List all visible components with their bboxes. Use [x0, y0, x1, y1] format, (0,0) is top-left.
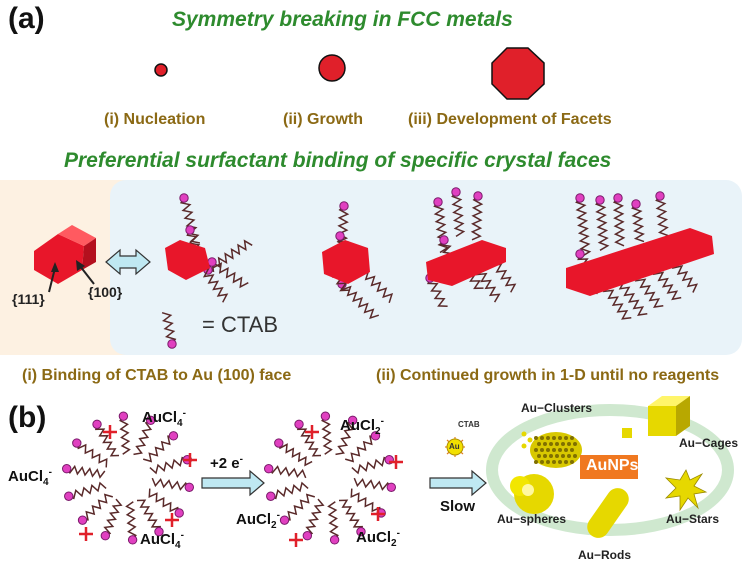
- cages-icon: [622, 396, 690, 438]
- rod-stage-1: [165, 240, 210, 280]
- rods-label: Au−Rods: [578, 548, 632, 562]
- rod-stage-2: [322, 240, 370, 284]
- right-bg-panel: [110, 180, 742, 355]
- panel-a-label: (a): [8, 2, 45, 35]
- ctab-legend: = CTAB: [202, 312, 279, 337]
- aunps-label: AuNPs: [586, 457, 639, 474]
- reduction-arrow-icon: [201, 469, 265, 497]
- facet-octagon: [491, 47, 545, 100]
- ctab-small-label: CTAB: [458, 420, 480, 429]
- aunps-box: [580, 455, 638, 479]
- panel-b-label: (b): [8, 401, 47, 434]
- clusters-icon: [521, 431, 582, 468]
- aucl2-bottom: AuCl2-: [356, 528, 400, 549]
- double-arrow-icon: [105, 248, 151, 276]
- aunps-ring: [486, 404, 734, 536]
- au-label: Au: [449, 442, 460, 451]
- aucl4-bottom: AuCl4-: [140, 530, 184, 551]
- caption-binding: (i) Binding of CTAB to Au (100) face: [22, 367, 292, 384]
- nucleation-dot: [154, 63, 168, 77]
- title-preferential-binding: Preferential surfactant binding of speci…: [64, 149, 612, 172]
- aucl2-left: AuCl2-: [236, 510, 280, 531]
- spheres-icon: [510, 474, 554, 514]
- micelle-2: [263, 411, 403, 547]
- slow-label: Slow: [440, 498, 476, 515]
- stars-label: Au−Stars: [666, 512, 720, 526]
- stage-facets: (iii) Development of Facets: [408, 111, 612, 128]
- face-100-label: {100}: [88, 284, 123, 300]
- rods-icon: [587, 488, 629, 538]
- rod-stage-3: [426, 240, 506, 286]
- seed-crystal: [34, 225, 96, 284]
- stage-growth: (ii) Growth: [283, 111, 363, 128]
- ctab-au-particle: [445, 437, 465, 457]
- title-symmetry-breaking: Symmetry breaking in FCC metals: [172, 8, 513, 31]
- step-label: +2 e-: [210, 454, 243, 472]
- aucl4-top: AuCl4-: [142, 408, 186, 429]
- cages-label: Au−Cages: [679, 436, 739, 450]
- spheres-label: Au−spheres: [497, 512, 567, 526]
- aucl4-left: AuCl4-: [8, 467, 52, 488]
- slow-arrow-icon: [429, 469, 487, 497]
- rod-stage-4: [566, 228, 714, 296]
- growth-dot: [318, 54, 346, 82]
- aucl2-top: AuCl2-: [340, 416, 384, 437]
- caption-growth-1d: (ii) Continued growth in 1-D until no re…: [376, 367, 720, 384]
- micelle-1: [61, 411, 197, 545]
- stage-nucleation: (i) Nucleation: [104, 111, 206, 128]
- clusters-label: Au−Clusters: [521, 401, 593, 415]
- stars-icon: [664, 469, 708, 512]
- face-111-label: {111}: [12, 291, 45, 307]
